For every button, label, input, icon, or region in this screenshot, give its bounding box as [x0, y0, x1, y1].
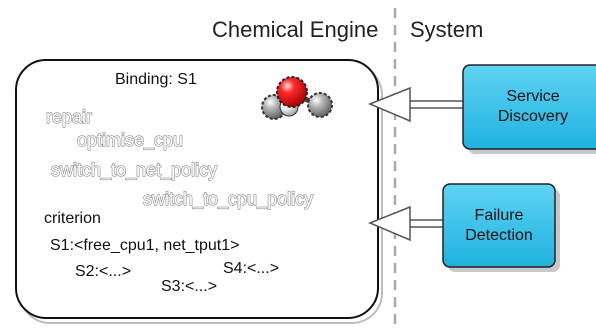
service-discovery-label-line1: Service — [506, 88, 560, 105]
solution-box — [15, 59, 379, 319]
rule-switch-to-cpu-policy: switch_to_cpu_policy — [142, 189, 314, 209]
binding-title: Binding: S1 — [115, 71, 197, 88]
rule-switch-to-net-policy: switch_to_net_policy — [50, 160, 218, 180]
service-discovery-box — [462, 64, 596, 150]
service-discovery-label-line2: Discovery — [497, 108, 569, 125]
service-s3: S3:<...> — [161, 278, 218, 295]
failure-detection-label: Failure Detection — [443, 206, 555, 246]
chemical-engine-header: Chemical Engine — [212, 17, 379, 42]
failure-detection-label-line2: Detection — [465, 227, 533, 244]
failure-detection-label-line1: Failure — [474, 207, 524, 224]
system-header: System — [410, 17, 484, 42]
service-discovery-label: Service Discovery — [463, 87, 596, 127]
failure-detection-box — [442, 183, 556, 268]
service-s1: S1:<free_cpu1, net_tput1> — [50, 237, 240, 254]
service-s2: S2:<...> — [75, 263, 132, 280]
criterion-label: criterion — [44, 210, 101, 227]
rule-repair: repair — [45, 107, 93, 127]
service-s4: S4:<...> — [223, 260, 280, 277]
failure-detection-connector — [368, 205, 444, 242]
rule-optimise-cpu: optimise_cpu — [76, 130, 184, 150]
service-discovery-connector — [368, 86, 464, 123]
molecule-icon — [261, 76, 333, 120]
